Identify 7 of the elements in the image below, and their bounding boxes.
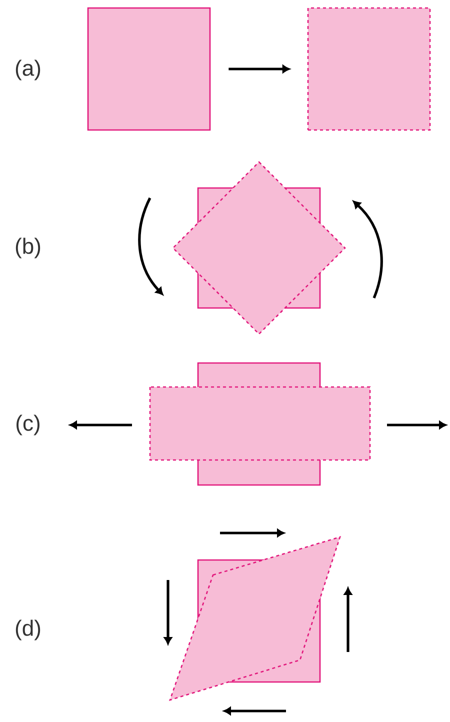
panel-label: (a): [16, 60, 40, 80]
panel-label: (d): [16, 620, 40, 640]
panel-label: (c): [16, 414, 40, 436]
arrow: [228, 65, 290, 73]
square: [307, 7, 431, 131]
panel-label: (b): [16, 238, 40, 258]
square: [87, 7, 211, 131]
